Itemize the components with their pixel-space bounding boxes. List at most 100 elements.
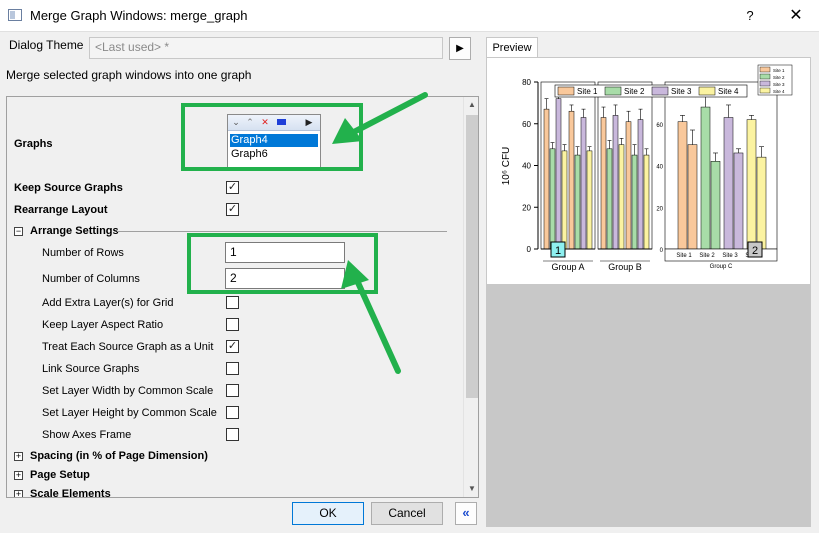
- scroll-thumb[interactable]: [466, 115, 478, 398]
- legend-label: Site 3: [773, 82, 785, 87]
- collapse-preview-button[interactable]: «: [455, 502, 477, 525]
- graph-list-item[interactable]: Graph6: [231, 148, 268, 160]
- legend-swatch: [759, 66, 771, 73]
- arrowhead-rows: [341, 260, 369, 289]
- page-setup-section-header: Page Setup: [30, 469, 90, 481]
- option-label: Set Layer Width by Common Scale: [42, 385, 214, 397]
- bar: [543, 108, 550, 250]
- bar: [555, 98, 562, 250]
- cancel-button[interactable]: Cancel: [371, 502, 443, 525]
- dialog-theme-label: Dialog Theme: [9, 38, 84, 52]
- rearrange-layout-checkbox[interactable]: ✓: [226, 203, 239, 216]
- dialog-description: Merge selected graph windows into one gr…: [6, 68, 252, 82]
- bar: [549, 148, 556, 250]
- option-label: Keep Layer Aspect Ratio: [42, 319, 164, 331]
- scale-elements-section-header: Scale Elements: [30, 488, 111, 498]
- category-label: Site 2: [699, 253, 715, 259]
- legend-swatch: [651, 86, 669, 96]
- settings-scrollbar[interactable]: ▲ ▼: [463, 97, 478, 497]
- move-down-icon[interactable]: ⌄: [232, 117, 240, 127]
- keep-source-graphs-checkbox[interactable]: ✓: [226, 181, 239, 194]
- highlight-box-rows-columns: [187, 233, 378, 294]
- bar: [600, 117, 607, 250]
- legend-swatch: [604, 86, 622, 96]
- close-button[interactable]: ✕: [789, 7, 803, 24]
- title-bar: Merge Graph Windows: merge_graph ? ✕: [0, 0, 819, 32]
- add-graph-icon[interactable]: ▶: [305, 117, 313, 127]
- preview-tab[interactable]: Preview: [486, 37, 538, 58]
- app-window-icon: [8, 9, 22, 21]
- number-of-columns-label: Number of Columns: [42, 273, 140, 285]
- bar: [618, 144, 625, 250]
- keep-aspect-ratio-checkbox[interactable]: [226, 318, 239, 331]
- category-label: Site 1: [676, 253, 692, 259]
- y-tick-label: 40: [522, 162, 531, 171]
- bar: [561, 150, 568, 250]
- settings-tree: Graphs ⌄ ⌃ ✕ ▶ Graph4 Graph6 Keep Source…: [6, 96, 479, 498]
- spacing-expand[interactable]: +: [14, 451, 23, 461]
- keep-source-graphs-label: Keep Source Graphs: [14, 182, 123, 194]
- show-axes-frame-checkbox[interactable]: [226, 428, 239, 441]
- graphs-list-toolbar: ⌄ ⌃ ✕ ▶: [228, 115, 320, 131]
- bar: [574, 154, 581, 250]
- select-icon[interactable]: [275, 116, 287, 129]
- spacing-section-header: Spacing (in % of Page Dimension): [30, 450, 208, 462]
- group-label: Group B: [608, 262, 642, 272]
- legend-label: Site 1: [577, 87, 598, 96]
- play-arrow-icon: ▶: [456, 43, 464, 54]
- section-divider: [117, 231, 447, 232]
- bar: [710, 161, 721, 250]
- help-button[interactable]: ?: [746, 8, 754, 23]
- ok-button[interactable]: OK: [292, 502, 364, 525]
- link-source-graphs-checkbox[interactable]: [226, 362, 239, 375]
- arrowhead-graphs: [332, 118, 363, 144]
- bar: [631, 154, 638, 250]
- arrange-settings-collapse[interactable]: −: [14, 226, 23, 236]
- dialog-theme-input[interactable]: <Last used> *: [89, 37, 443, 59]
- scroll-up-icon[interactable]: ▲: [468, 100, 476, 109]
- legend-swatch: [557, 86, 575, 96]
- number-of-columns-input[interactable]: 2: [225, 268, 345, 289]
- option-label: Show Axes Frame: [42, 429, 132, 441]
- option-label: Add Extra Layer(s) for Grid: [42, 297, 174, 309]
- annotation-arrow-rows: [352, 273, 401, 374]
- legend-label: Site 4: [718, 87, 739, 96]
- scale-elements-expand[interactable]: +: [14, 489, 23, 498]
- layer-badge-label: 1: [555, 245, 561, 257]
- legend-swatch: [759, 87, 771, 94]
- legend-label: Site 2: [773, 75, 785, 80]
- group-label: Group C: [710, 264, 733, 270]
- legend-swatch: [759, 73, 771, 80]
- theme-menu-button[interactable]: ▶: [449, 37, 471, 60]
- graph-list-item[interactable]: Graph4: [230, 134, 318, 147]
- treat-source-as-unit-checkbox[interactable]: ✓: [226, 340, 239, 353]
- bar: [580, 117, 587, 250]
- number-of-rows-label: Number of Rows: [42, 247, 124, 259]
- graphs-label: Graphs: [14, 138, 53, 150]
- legend-label: Site 2: [624, 87, 645, 96]
- y-tick-label: 60: [522, 120, 531, 129]
- scroll-down-icon[interactable]: ▼: [468, 484, 476, 493]
- option-label: Link Source Graphs: [42, 363, 140, 375]
- layer-width-common-scale-checkbox[interactable]: [226, 384, 239, 397]
- move-up-icon[interactable]: ⌃: [246, 117, 254, 127]
- y-tick-label: 20: [522, 203, 531, 212]
- bar: [643, 154, 650, 250]
- y-tick-label: 80: [522, 78, 531, 87]
- bar: [700, 106, 711, 250]
- remove-icon[interactable]: ✕: [261, 117, 269, 127]
- layer-height-common-scale-checkbox[interactable]: [226, 406, 239, 419]
- number-of-rows-input[interactable]: 1: [225, 242, 345, 263]
- bar: [625, 121, 632, 250]
- add-extra-layers-checkbox[interactable]: [226, 296, 239, 309]
- option-label: Treat Each Source Graph as a Unit: [42, 341, 214, 353]
- page-setup-expand[interactable]: +: [14, 470, 23, 480]
- layer-badge-label: 2: [752, 245, 758, 257]
- legend-swatch: [698, 86, 716, 96]
- graphs-list[interactable]: ⌄ ⌃ ✕ ▶ Graph4 Graph6: [227, 114, 321, 169]
- bar: [687, 144, 698, 250]
- legend-label: Site 1: [773, 68, 785, 73]
